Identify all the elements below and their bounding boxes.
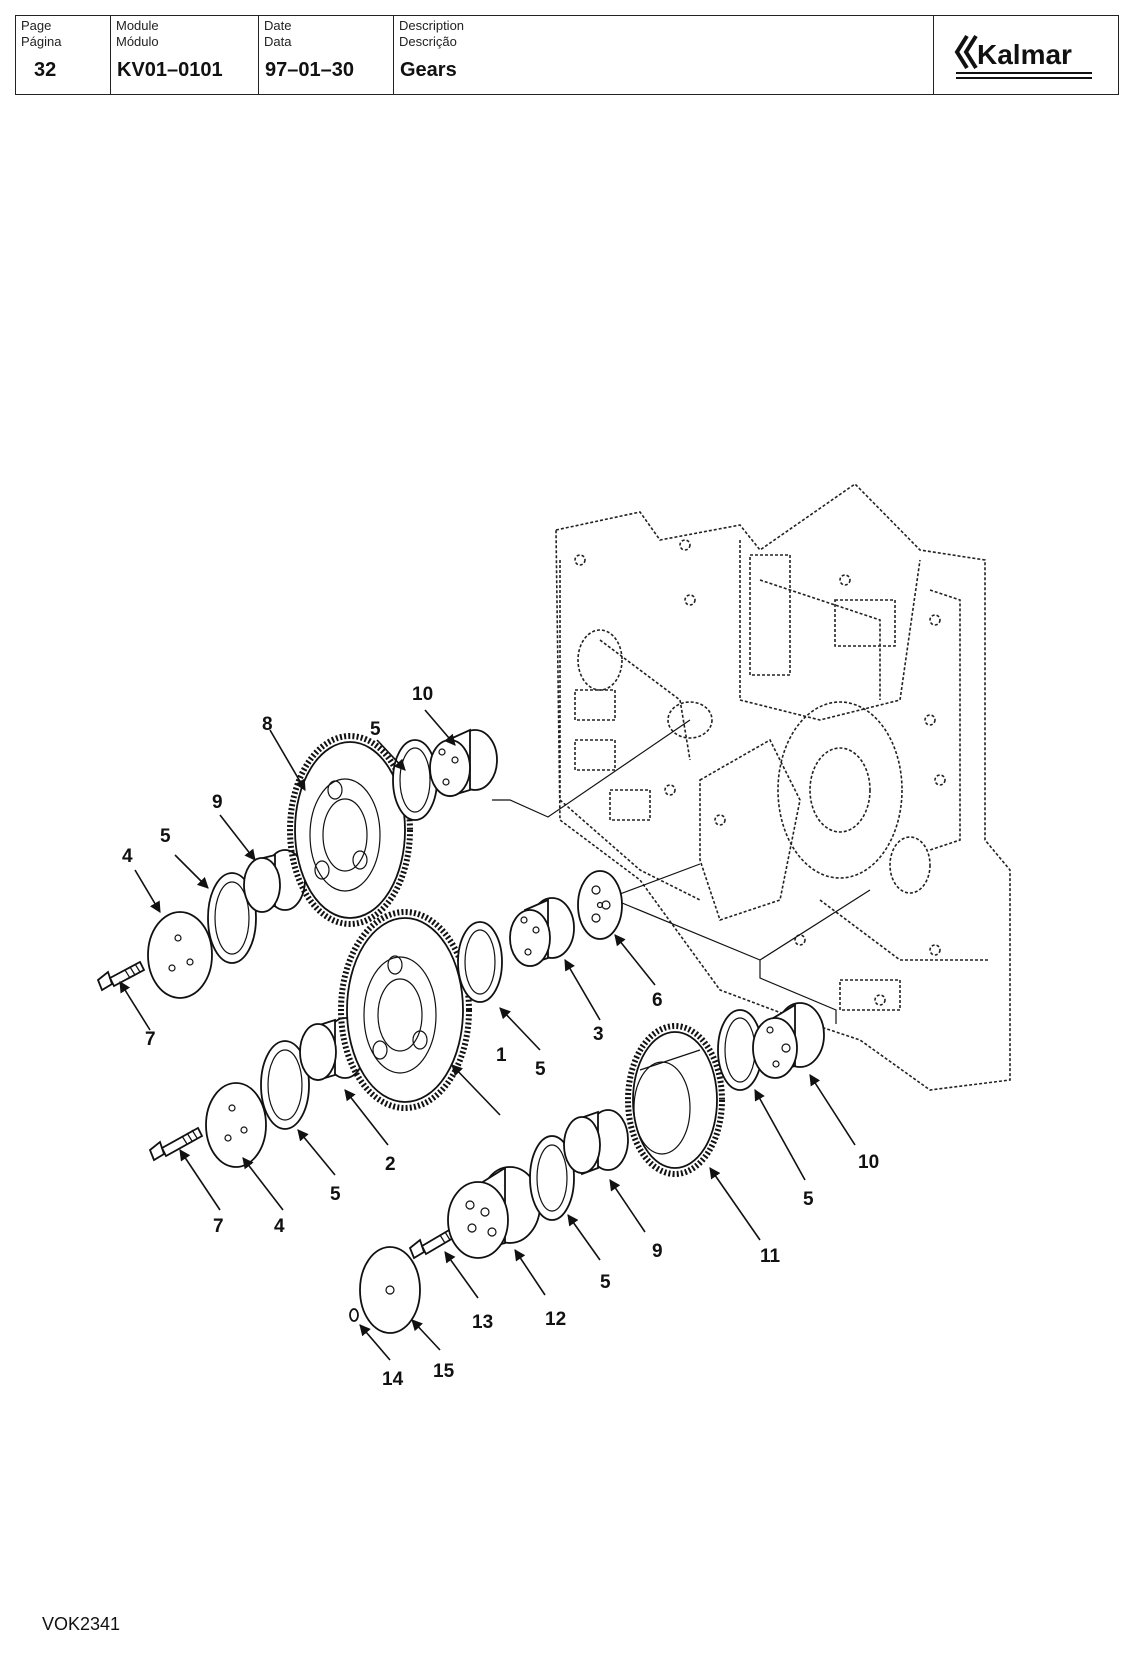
kalmar-logo: Kalmar xyxy=(954,34,1092,79)
date-value: 97–01–30 xyxy=(265,59,354,81)
shaft-10-lower xyxy=(752,1002,825,1079)
washer-5-upper-right xyxy=(392,739,438,821)
callout-5-c: 5 xyxy=(535,1059,546,1080)
plate-6 xyxy=(577,870,623,940)
washer-14 xyxy=(349,1308,359,1322)
callout-10-lower: 10 xyxy=(858,1152,879,1173)
callout-5-e: 5 xyxy=(600,1272,611,1293)
callout-3: 3 xyxy=(593,1024,604,1045)
description-label: Description xyxy=(399,18,465,33)
alignment-lines xyxy=(492,719,871,1024)
callout-9-lower: 9 xyxy=(652,1241,663,1262)
exploded-gear-diagram: 1 2 3 4 4 5 5 5 5 5 5 5 6 7 7 8 9 9 10 1… xyxy=(96,482,1011,1390)
callout-7-lower: 7 xyxy=(213,1216,224,1237)
washer-5-upper-left xyxy=(207,872,257,964)
module-label: Module xyxy=(116,18,159,33)
page-cell: Page Página 32 xyxy=(16,16,111,94)
module-label-pt: Módulo xyxy=(116,34,159,49)
leader-arrows xyxy=(119,709,856,1361)
shaft-10-upper xyxy=(429,728,498,798)
callout-7-upper: 7 xyxy=(145,1029,156,1050)
callout-2: 2 xyxy=(385,1154,396,1175)
drawing-code: VOK2341 xyxy=(42,1614,121,1634)
description-cell: Description Descrição Gears xyxy=(394,16,934,94)
lower-gear-assembly xyxy=(349,1002,825,1334)
hub-12 xyxy=(447,1166,541,1259)
callout-12: 12 xyxy=(545,1309,566,1330)
callout-15: 15 xyxy=(433,1361,455,1382)
callout-1: 1 xyxy=(496,1045,507,1066)
date-cell: Date Data 97–01–30 xyxy=(259,16,394,94)
date-label: Date xyxy=(264,18,292,33)
gear-11 xyxy=(625,1023,725,1177)
callout-5-a: 5 xyxy=(160,826,171,847)
callout-13: 13 xyxy=(472,1312,493,1333)
header-table: Page Página 32 Module Módulo KV01–0101 D… xyxy=(15,15,1119,95)
callout-4-upper: 4 xyxy=(122,846,133,867)
page-number: 32 xyxy=(34,59,57,81)
shaft-3 xyxy=(509,897,575,967)
bolt-7-upper xyxy=(96,960,146,992)
gear-8 xyxy=(287,733,413,927)
callouts: 1 2 3 4 4 5 5 5 5 5 5 5 6 7 7 8 9 9 10 1… xyxy=(122,684,879,1390)
plate-15 xyxy=(359,1246,421,1334)
module-cell: Module Módulo KV01–0101 xyxy=(111,16,259,94)
callout-4-lower: 4 xyxy=(274,1216,285,1237)
logo-cell: Kalmar xyxy=(934,16,1118,94)
module-value: KV01–0101 xyxy=(117,59,223,81)
kalmar-chevron-icon xyxy=(954,34,978,70)
date-label-pt: Data xyxy=(264,34,292,49)
callout-9-upper: 9 xyxy=(212,792,223,813)
logo-text: Kalmar xyxy=(977,39,1072,70)
description-label-pt: Descrição xyxy=(399,34,457,49)
middle-gear-assembly xyxy=(148,870,623,1168)
plate-4-upper xyxy=(147,911,213,999)
gear-housing xyxy=(555,482,1011,1091)
washer-5-middle-right xyxy=(457,921,503,1003)
page-label: Page xyxy=(21,18,52,33)
callout-5-f: 5 xyxy=(803,1189,814,1210)
bushing-9-upper xyxy=(243,849,306,913)
plate-4-middle xyxy=(205,1082,267,1168)
description-value: Gears xyxy=(400,59,457,81)
callout-5-b: 5 xyxy=(370,719,381,740)
callout-5-d: 5 xyxy=(330,1184,341,1205)
bushing-9-lower xyxy=(563,1109,629,1176)
callout-11: 11 xyxy=(760,1246,781,1267)
callout-6: 6 xyxy=(652,990,663,1011)
callout-10-upper: 10 xyxy=(412,684,433,705)
callout-14: 14 xyxy=(382,1369,404,1390)
gear-1 xyxy=(338,909,472,1111)
page-label-pt: Página xyxy=(21,34,62,49)
washer-5-lower-left xyxy=(529,1135,575,1221)
bolt-7-middle xyxy=(148,1126,204,1162)
callout-8: 8 xyxy=(262,714,273,735)
washer-5-middle-left xyxy=(260,1040,310,1130)
